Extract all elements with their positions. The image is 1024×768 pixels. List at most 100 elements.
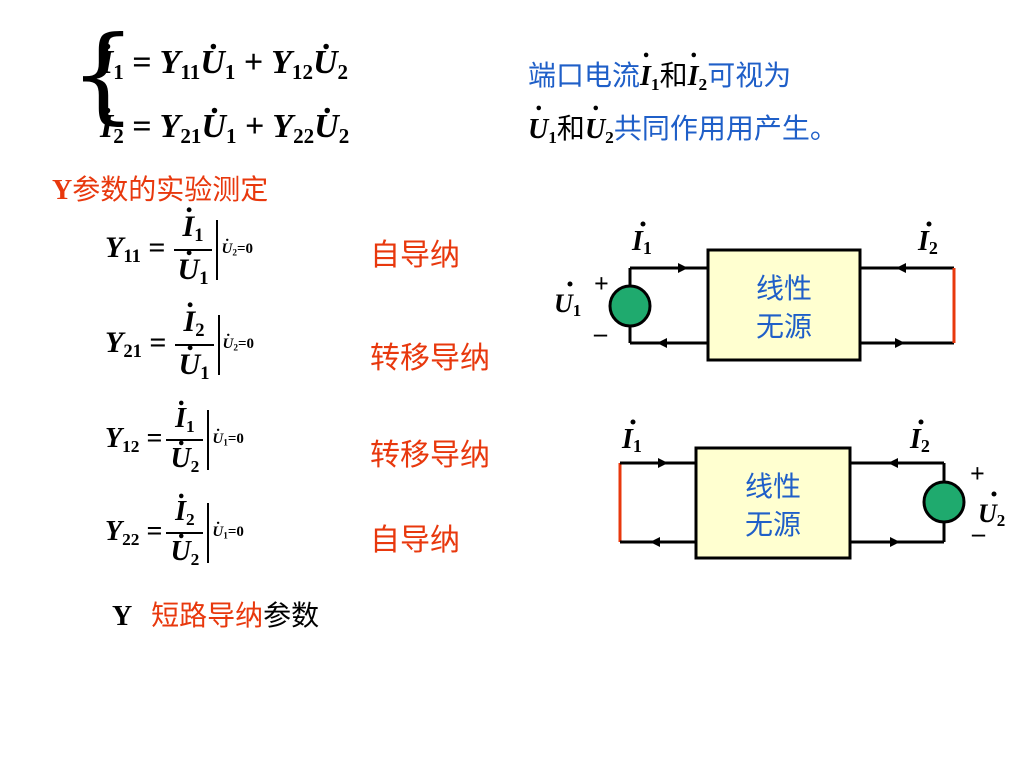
- note-text: 和: [659, 59, 688, 92]
- cond-var: U: [221, 241, 232, 258]
- summary-red-text: 短路导纳: [151, 599, 264, 632]
- sub: 21: [123, 341, 142, 363]
- sub: 2: [195, 320, 205, 341]
- equals-sign: =: [146, 516, 163, 548]
- sub: 1: [194, 225, 204, 246]
- sub: 2: [113, 123, 124, 148]
- minus-mark: –: [971, 519, 986, 548]
- arrow-icon: [658, 458, 668, 468]
- sub: 1: [650, 74, 660, 94]
- param-name: Y: [105, 516, 123, 548]
- arrow-icon: [896, 263, 906, 273]
- param-name: Y: [105, 231, 124, 265]
- param-y11: Y11 = I1 U1 U2=0: [105, 205, 253, 295]
- sub: 11: [180, 59, 201, 84]
- minus-mark: –: [593, 319, 608, 348]
- var-u1: U: [528, 108, 548, 152]
- numerator-var: I: [184, 305, 196, 339]
- heading-y: Y: [52, 175, 73, 206]
- sub: 1: [548, 127, 557, 147]
- cond-val: =0: [238, 336, 255, 353]
- sub: 1: [573, 301, 582, 320]
- param-label-y11: 自导纳: [370, 238, 460, 273]
- heading-text: 参数的实验测定: [72, 173, 269, 206]
- note-line-2: U1和U2共同作用用产生。: [528, 107, 838, 160]
- dot-mark: [991, 491, 997, 497]
- var-i2: I: [688, 55, 699, 99]
- equals-sign: =: [132, 108, 152, 145]
- condition: U1=0: [212, 524, 244, 542]
- plus-sign: +: [245, 108, 265, 145]
- cond-val: =0: [236, 241, 254, 258]
- fraction: I1 U2: [166, 403, 204, 477]
- voltage-source-icon: [922, 480, 966, 524]
- section-heading: Y参数的实验测定: [52, 168, 268, 208]
- var: I: [621, 424, 634, 455]
- sub: 2: [997, 511, 1006, 530]
- param-name: Y: [105, 423, 123, 455]
- sub: 12: [291, 59, 313, 84]
- numerator-var: I: [175, 496, 186, 528]
- current-label-i1: I1: [631, 226, 652, 258]
- fraction: I2 U1: [174, 305, 214, 385]
- equals-sign: =: [146, 423, 163, 455]
- var-i1: I: [100, 46, 113, 80]
- sub: 2: [698, 74, 708, 94]
- param-label-y22: 自导纳: [370, 523, 460, 558]
- param-name: Y: [105, 326, 124, 360]
- arrow-icon: [888, 458, 898, 468]
- arrow-icon: [657, 338, 667, 348]
- sub: 1: [199, 268, 209, 290]
- current-label-i2: I2: [917, 226, 938, 258]
- condition: U2=0: [221, 241, 253, 259]
- var-y: Y: [159, 108, 181, 145]
- note-text: 和: [556, 111, 585, 145]
- param-y21: Y21 = I2 U1 U2=0: [105, 300, 254, 390]
- sub: 1: [200, 363, 210, 385]
- summary-line: Y 短路导纳参数: [112, 594, 319, 634]
- param-label-y12: 转移导纳: [370, 438, 490, 473]
- sub: 1: [643, 238, 652, 258]
- sub: 11: [123, 246, 141, 268]
- source-label-u2: U2: [978, 499, 1005, 530]
- var-y: Y: [159, 44, 181, 81]
- network-box: [706, 248, 862, 362]
- box-text-line2: 无源: [745, 508, 801, 541]
- voltage-source-icon: [608, 284, 652, 328]
- note-line-1: 端口电流I1和I2可视为: [528, 54, 838, 107]
- box-text-line1: 线性: [756, 272, 812, 305]
- equation-row-1: I1 = Y11U1 + Y12U2: [100, 46, 348, 83]
- denominator-var: U: [170, 443, 190, 475]
- sub: 2: [233, 343, 238, 354]
- var: I: [631, 226, 644, 257]
- denominator-var: U: [170, 536, 190, 568]
- source-label-u1: U1: [554, 289, 581, 320]
- sub: 2: [186, 510, 195, 529]
- dot-mark: [640, 221, 646, 227]
- dot-mark: [926, 221, 932, 227]
- denominator-var: U: [178, 253, 200, 287]
- current-label-i1: I1: [621, 424, 642, 456]
- param-label-y21: 转移导纳: [370, 341, 490, 376]
- sub: 2: [190, 456, 200, 476]
- arrow-icon: [895, 338, 905, 348]
- var-i1: I: [640, 55, 651, 99]
- network-box: [694, 446, 852, 560]
- var: I: [917, 226, 930, 257]
- fraction: I1 U1: [173, 210, 213, 290]
- var-u: U: [314, 110, 339, 144]
- circuit-diagram-2: 线性 无源 I1 I2 + U2 –: [618, 419, 1005, 560]
- param-y22: Y22 = I2 U2 U1=0: [105, 488, 244, 578]
- sub: 2: [929, 238, 938, 258]
- arrow-icon: [890, 537, 900, 547]
- var-u: U: [313, 46, 338, 80]
- var: U: [554, 289, 574, 318]
- sub: 21: [180, 123, 202, 148]
- var-i2: I: [100, 110, 113, 144]
- eval-bar: [217, 315, 220, 375]
- condition: U1=0: [212, 431, 244, 449]
- sub: 1: [225, 123, 237, 148]
- eval-bar: [216, 220, 219, 280]
- numerator-var: I: [175, 403, 186, 435]
- numerator-var: I: [183, 210, 195, 244]
